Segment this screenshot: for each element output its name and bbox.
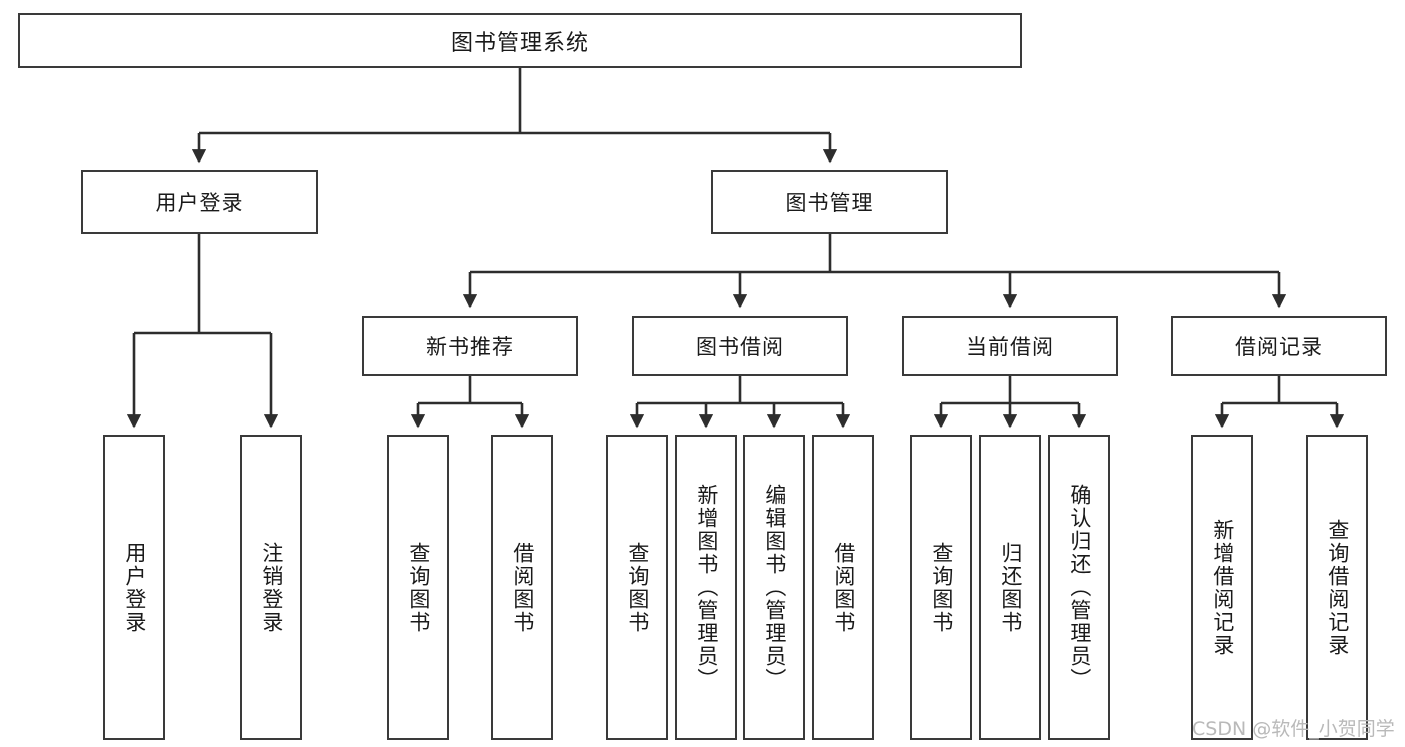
node-new-book-rec[interactable]: 新书推荐 <box>362 316 578 376</box>
node-book-manage-label: 图书管理 <box>785 191 874 215</box>
node-leaf-edit-book-label: 编辑图书（管理员） <box>762 484 787 691</box>
node-user-login-label: 用户登录 <box>155 191 244 215</box>
node-leaf-query-book-1-label: 查询图书 <box>406 541 431 634</box>
node-leaf-query-record-label: 查询借阅记录 <box>1325 518 1350 657</box>
node-leaf-query-book-3[interactable]: 查询图书 <box>910 435 972 740</box>
node-book-borrow[interactable]: 图书借阅 <box>632 316 848 376</box>
node-user-login[interactable]: 用户登录 <box>81 170 318 234</box>
node-book-manage[interactable]: 图书管理 <box>711 170 948 234</box>
node-leaf-logout[interactable]: 注销登录 <box>240 435 302 740</box>
node-leaf-borrow-book-2[interactable]: 借阅图书 <box>812 435 874 740</box>
node-leaf-edit-book[interactable]: 编辑图书（管理员） <box>743 435 805 740</box>
node-leaf-borrow-book-1-label: 借阅图书 <box>510 541 535 634</box>
node-leaf-add-book-label: 新增图书（管理员） <box>694 484 719 691</box>
node-leaf-query-book-2[interactable]: 查询图书 <box>606 435 668 740</box>
node-leaf-query-book-1[interactable]: 查询图书 <box>387 435 449 740</box>
node-leaf-query-book-2-label: 查询图书 <box>625 541 650 634</box>
node-leaf-user-login-label: 用户登录 <box>122 541 147 634</box>
node-leaf-return-book-label: 归还图书 <box>998 541 1023 634</box>
node-root[interactable]: 图书管理系统 <box>18 13 1022 68</box>
node-leaf-add-record[interactable]: 新增借阅记录 <box>1191 435 1253 740</box>
node-leaf-borrow-book-1[interactable]: 借阅图书 <box>491 435 553 740</box>
node-leaf-confirm-return-label: 确认归还（管理员） <box>1067 484 1092 691</box>
node-leaf-query-book-3-label: 查询图书 <box>929 541 954 634</box>
node-leaf-add-record-label: 新增借阅记录 <box>1210 518 1235 657</box>
node-book-borrow-label: 图书借阅 <box>696 335 784 359</box>
node-leaf-return-book[interactable]: 归还图书 <box>979 435 1041 740</box>
node-borrow-record[interactable]: 借阅记录 <box>1171 316 1387 376</box>
node-new-book-rec-label: 新书推荐 <box>426 335 514 359</box>
node-current-borrow[interactable]: 当前借阅 <box>902 316 1118 376</box>
node-leaf-user-login[interactable]: 用户登录 <box>103 435 165 740</box>
node-current-borrow-label: 当前借阅 <box>966 335 1054 359</box>
node-borrow-record-label: 借阅记录 <box>1235 335 1323 359</box>
node-root-label: 图书管理系统 <box>450 30 589 56</box>
node-leaf-confirm-return[interactable]: 确认归还（管理员） <box>1048 435 1110 740</box>
node-leaf-logout-label: 注销登录 <box>259 541 284 634</box>
node-leaf-query-record[interactable]: 查询借阅记录 <box>1306 435 1368 740</box>
node-leaf-borrow-book-2-label: 借阅图书 <box>831 541 856 634</box>
node-leaf-add-book[interactable]: 新增图书（管理员） <box>675 435 737 740</box>
